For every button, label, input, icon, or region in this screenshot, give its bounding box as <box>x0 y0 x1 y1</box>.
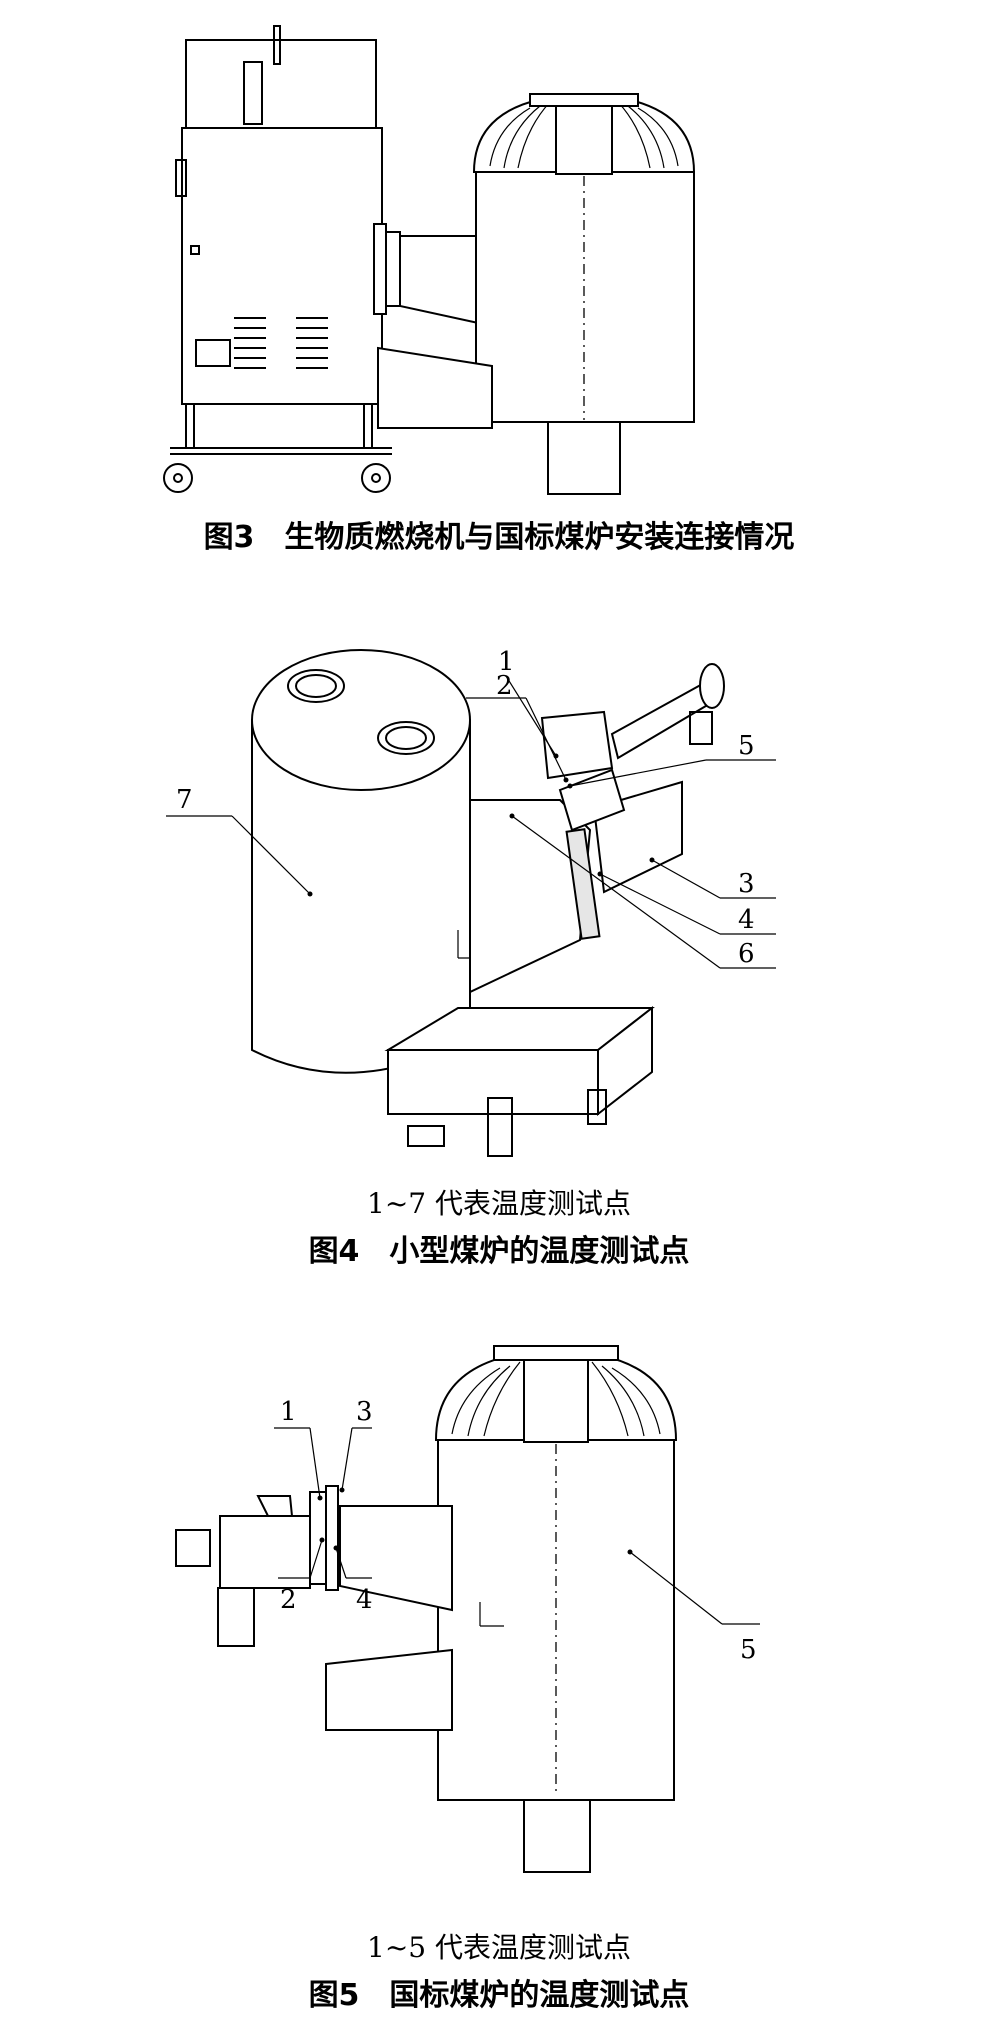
gb-test-point-label-4: 4 <box>356 1585 373 1615</box>
test-point-label-7: 7 <box>176 785 193 815</box>
figure-4-subcaption: 1~7 代表温度测试点 <box>367 1187 631 1220</box>
gb-stove-body <box>434 1345 678 1873</box>
wheel-left <box>163 463 193 493</box>
gb-test-point-2-dot <box>319 1537 325 1543</box>
figure-3-caption: 图3 生物质燃烧机与国标煤炉安装连接情况 <box>203 520 795 555</box>
figure-3: 图3 生物质燃烧机与国标煤炉安装连接情况 <box>0 0 998 580</box>
test-point-label-4: 4 <box>738 905 755 935</box>
test-point-2-dot <box>563 777 569 783</box>
biomass-burner-cabinet <box>163 25 392 493</box>
test-point-3-dot <box>649 857 655 863</box>
gb-test-point-4-dot <box>333 1545 339 1551</box>
figure-5-subcaption: 1~5 代表温度测试点 <box>367 1931 631 1964</box>
gb-test-point-label-2: 2 <box>280 1585 297 1615</box>
figure-5-drawing: 1 2 3 4 5 <box>175 1345 760 1873</box>
test-point-label-5: 5 <box>738 731 755 761</box>
gb-stove-burner <box>175 1485 453 1731</box>
figure-3-drawing <box>163 25 696 495</box>
test-point-7-dot <box>307 891 313 897</box>
test-point-6-dot <box>509 813 515 819</box>
test-point-label-2: 2 <box>496 671 513 701</box>
gb-test-point-label-3: 3 <box>356 1397 373 1427</box>
figure-4: 1 2 3 4 5 6 7 1~7 代表温度测试点 图4 小型煤炉的温度测试点 <box>0 620 998 1300</box>
gb-test-point-label-5: 5 <box>740 1635 757 1665</box>
gb-test-point-5-dot <box>627 1549 633 1555</box>
small-stove-cylinder <box>251 649 486 1074</box>
test-point-label-3: 3 <box>738 869 755 899</box>
gb-test-point-1-dot <box>317 1495 323 1501</box>
figure-4-leaders <box>166 675 776 969</box>
burner-connection <box>373 223 493 328</box>
coal-stove-gb <box>377 92 696 495</box>
vent-slots-right <box>296 317 328 369</box>
test-point-1-dot <box>553 753 559 759</box>
test-point-4-dot <box>597 871 603 877</box>
figure-5: 1 2 3 4 5 1~5 代表温度测试点 图5 国标煤炉的温度测试点 <box>0 1320 998 2038</box>
figure-4-drawing: 1 2 3 4 5 6 7 <box>166 647 776 1157</box>
figure-4-caption: 图4 小型煤炉的温度测试点 <box>308 1234 690 1269</box>
small-stove-ash-box <box>384 1005 655 1157</box>
wheel-right <box>361 463 391 493</box>
gb-test-point-label-1: 1 <box>280 1397 297 1427</box>
test-point-label-6: 6 <box>738 939 755 969</box>
figure-5-caption: 图5 国标煤炉的温度测试点 <box>308 1978 690 2013</box>
test-point-5-dot <box>567 783 573 789</box>
vent-slots-left <box>234 317 266 369</box>
test-point-label-1: 1 <box>498 647 515 677</box>
gb-test-point-3-dot <box>339 1487 345 1493</box>
figure-5-leaders <box>274 1427 760 1625</box>
gb-stove-ribs <box>451 1361 661 1437</box>
feed-box <box>540 710 614 780</box>
